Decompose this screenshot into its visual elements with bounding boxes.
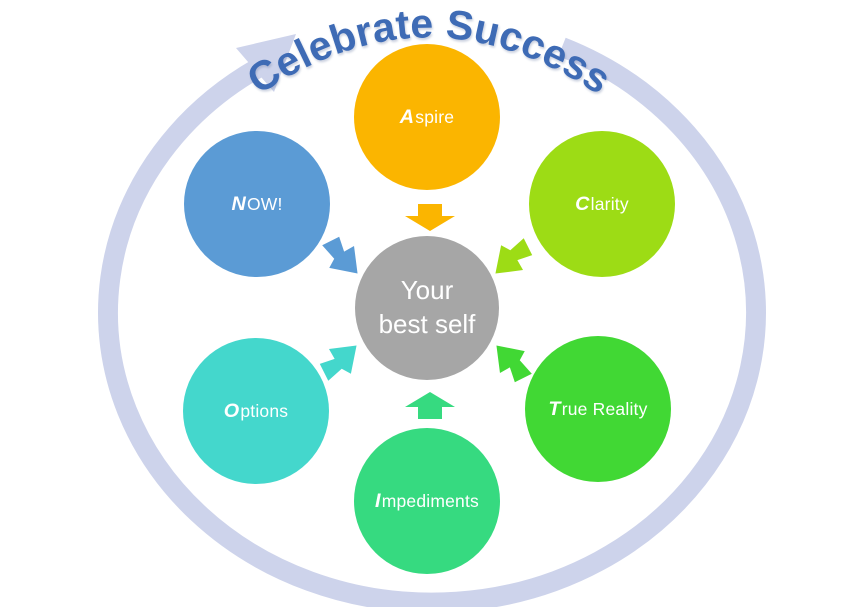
node-true-reality: True Reality — [525, 336, 671, 482]
node-now-label: NOW! — [231, 193, 282, 216]
node-impediments: Impediments — [354, 428, 500, 574]
node-true-reality-rest: rue Reality — [561, 398, 648, 419]
arrow-now-to-center-icon — [322, 236, 358, 274]
arrow-aspire-to-center-icon — [405, 204, 455, 231]
node-clarity-lead: C — [575, 192, 590, 215]
node-true-reality-label: True Reality — [548, 398, 647, 421]
node-clarity-label: Clarity — [575, 193, 629, 216]
node-aspire-label: Aspire — [400, 106, 454, 129]
node-aspire-rest: spire — [415, 106, 455, 127]
node-center-your-best-self: Your best self — [355, 236, 499, 380]
node-clarity-rest: larity — [590, 193, 629, 214]
arrow-impediments-to-center-icon — [405, 392, 455, 419]
node-clarity: Clarity — [529, 131, 675, 277]
arrow-clarity-to-center-icon — [495, 238, 533, 274]
node-options-rest: ptions — [240, 400, 289, 421]
center-label-line1: Your — [400, 275, 454, 306]
arrow-options-to-center-icon — [319, 345, 357, 381]
ring-arrowhead-icon — [236, 34, 296, 92]
node-now: NOW! — [184, 131, 330, 277]
node-impediments-rest: mpediments — [381, 490, 480, 511]
center-label-line2: best self — [378, 309, 476, 339]
node-aspire-lead: A — [399, 105, 415, 128]
arrow-truereality-to-center-icon — [496, 345, 532, 383]
node-now-rest: OW! — [246, 193, 283, 214]
node-impediments-lead: I — [374, 489, 381, 512]
node-now-lead: N — [231, 192, 246, 215]
node-options: Options — [183, 338, 329, 484]
outer-cycle-ring — [98, 37, 766, 607]
node-aspire: Aspire — [354, 44, 500, 190]
node-impediments-label: Impediments — [375, 490, 479, 513]
node-options-lead: O — [223, 399, 240, 422]
node-true-reality-lead: T — [548, 397, 561, 420]
node-options-label: Options — [224, 400, 288, 423]
